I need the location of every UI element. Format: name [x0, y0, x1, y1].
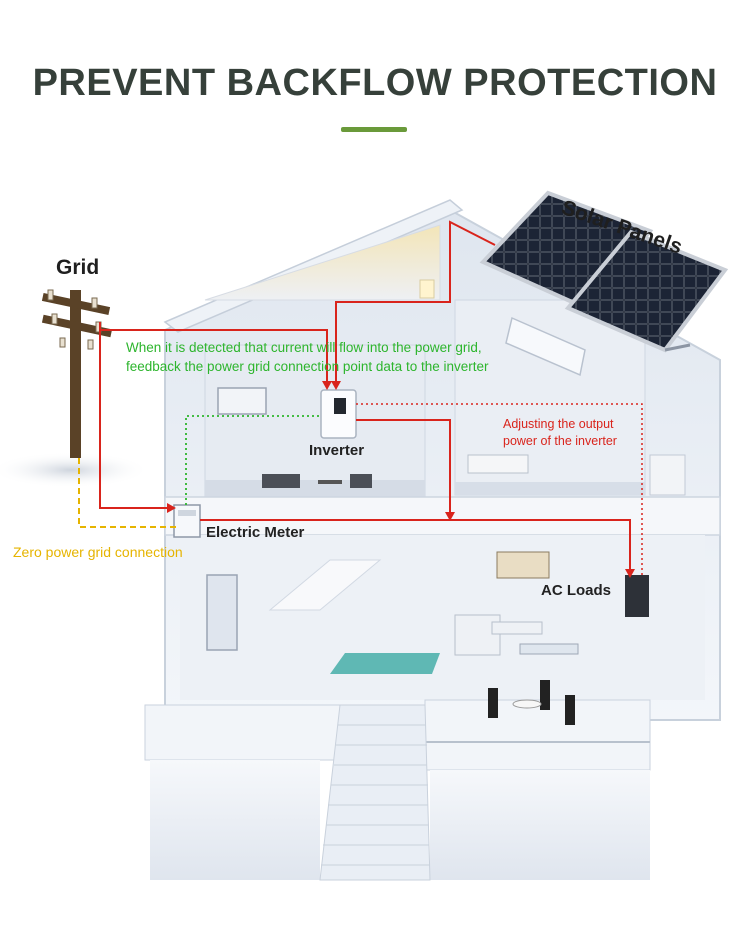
upper-table	[318, 480, 342, 484]
zero-power-label: Zero power grid connection	[13, 544, 183, 560]
upper-sofa-left	[262, 474, 300, 488]
balcony-table	[513, 700, 541, 708]
living-room	[180, 535, 705, 700]
coffee-table	[520, 644, 578, 654]
balcony-chair-2	[540, 680, 550, 710]
teal-rug	[330, 653, 440, 674]
adjust-note: Adjusting the output power of the invert…	[503, 416, 653, 450]
upper-left-floor	[205, 480, 425, 497]
electric-meter-device	[174, 505, 200, 537]
inverter-device	[321, 390, 356, 438]
living-window	[207, 575, 237, 650]
grid-label: Grid	[56, 256, 99, 280]
balcony-chair-1	[488, 688, 498, 718]
living-sofa	[455, 615, 500, 655]
tv	[625, 575, 649, 617]
base-right	[430, 770, 650, 880]
upper-right-floor	[455, 482, 645, 495]
upper-chair	[350, 474, 372, 488]
electric-meter-label: Electric Meter	[206, 524, 304, 541]
inverter-label: Inverter	[309, 442, 364, 459]
wall-picture	[218, 388, 266, 414]
utility-pole	[42, 290, 112, 458]
attic-lamp	[420, 280, 434, 298]
pole-trunk	[70, 290, 81, 458]
left-terrace	[145, 705, 345, 760]
adjust-note-line1: Adjusting the output	[503, 416, 653, 433]
base-left	[150, 760, 320, 880]
balcony	[425, 700, 650, 770]
detection-note-line1: When it is detected that current will fl…	[126, 338, 566, 357]
front-stairs	[320, 705, 430, 880]
ac-loads-label: AC Loads	[541, 582, 611, 599]
bed	[468, 455, 528, 473]
detection-note: When it is detected that current will fl…	[126, 338, 566, 376]
adjust-note-line2: power of the inverter	[503, 433, 653, 450]
bookshelf	[497, 552, 549, 578]
living-sofa-back	[492, 622, 542, 634]
balcony-chair-3	[565, 695, 575, 725]
side-cabinet	[650, 455, 685, 495]
detection-note-line2: feedback the power grid connection point…	[126, 357, 566, 376]
